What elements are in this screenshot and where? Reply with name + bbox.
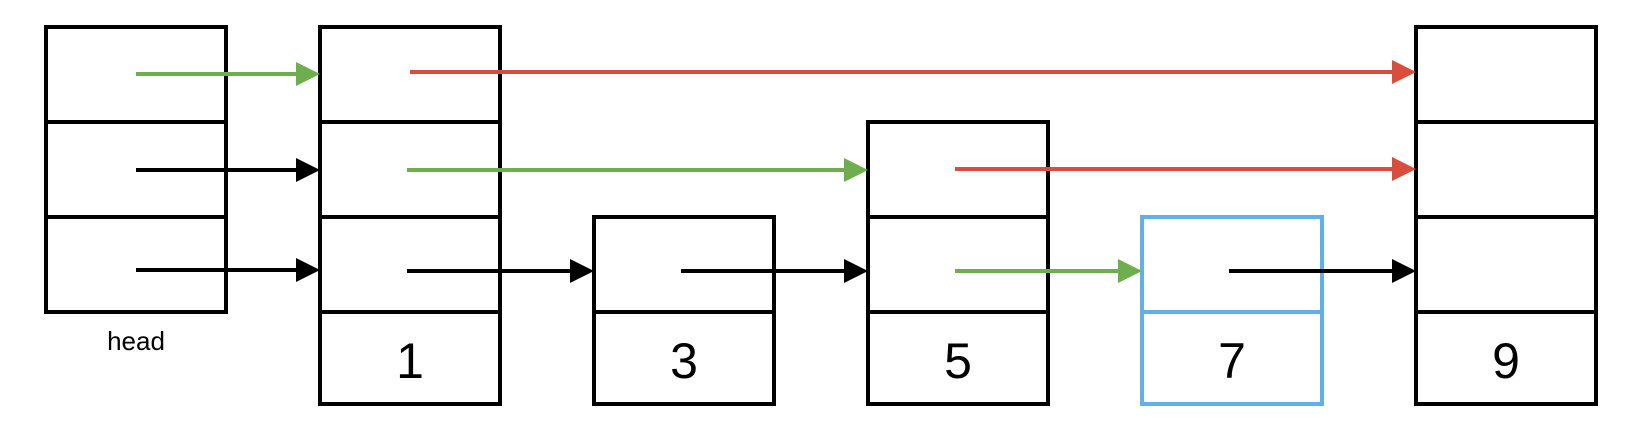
node-7-value-cell: [1140, 310, 1324, 406]
node-5: 5: [866, 120, 1050, 406]
node-9-level-1: [1414, 215, 1598, 314]
head-node: head: [44, 25, 228, 356]
node-7: 7: [1140, 215, 1324, 406]
node-5-value-cell: [866, 310, 1050, 406]
node-9-level-2: [1414, 120, 1598, 219]
node-3-value-cell: [592, 310, 776, 406]
node-5-level-1: [866, 215, 1050, 314]
node-9-value-cell: [1414, 310, 1598, 406]
head-level-1: [44, 215, 228, 314]
node-1-value-cell: [318, 310, 502, 406]
node-9-level-3: [1414, 25, 1598, 124]
node-3-level-1: [592, 215, 776, 314]
node-7-level-1: [1140, 215, 1324, 314]
node-3: 3: [592, 215, 776, 406]
node-9: 9: [1414, 25, 1598, 406]
node-9-value: 9: [1492, 333, 1520, 389]
node-7-value: 7: [1218, 333, 1246, 389]
node-1-level-3: [318, 25, 502, 124]
node-1-level-1: [318, 215, 502, 314]
node-1: 1: [318, 25, 502, 406]
head-label: head: [107, 326, 165, 356]
node-5-value: 5: [944, 333, 972, 389]
node-1-value: 1: [396, 333, 424, 389]
node-3-value: 3: [670, 333, 698, 389]
